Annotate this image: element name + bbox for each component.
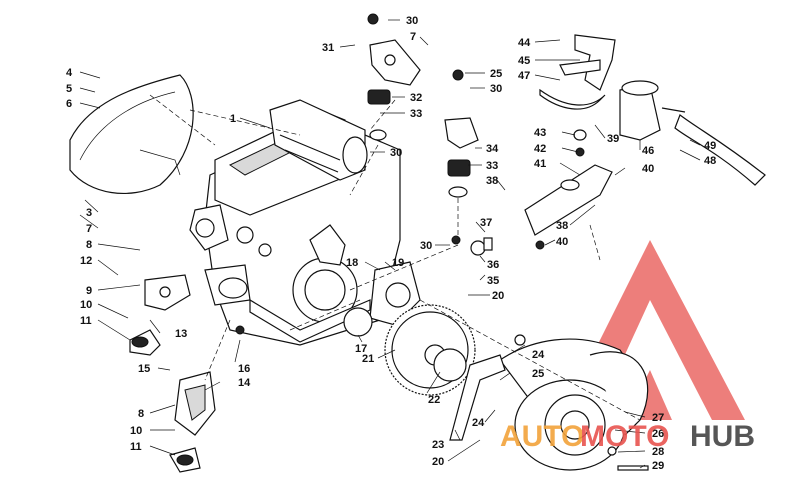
callout: 29 bbox=[652, 460, 664, 472]
callout: 30 bbox=[390, 147, 402, 159]
callout: 39 bbox=[607, 133, 619, 145]
callout: 30 bbox=[420, 240, 432, 252]
callout: 45 bbox=[518, 55, 530, 67]
callout: 11 bbox=[80, 315, 92, 327]
callout: 6 bbox=[66, 98, 72, 110]
callout: 10 bbox=[80, 299, 92, 311]
callout: 20 bbox=[432, 456, 444, 468]
callout: 37 bbox=[480, 217, 492, 229]
engine-block bbox=[189, 99, 401, 346]
flywheel-assembly bbox=[343, 261, 476, 396]
callout: 17 bbox=[355, 343, 367, 355]
callout: 30 bbox=[490, 83, 502, 95]
callout: 46 bbox=[642, 145, 654, 157]
callout: 7 bbox=[410, 31, 416, 43]
callout: 18 bbox=[346, 257, 358, 269]
callout: 4 bbox=[66, 67, 73, 79]
callout: 21 bbox=[362, 353, 374, 365]
watermark-text-1: AUTO bbox=[500, 420, 584, 453]
callout: 41 bbox=[534, 158, 546, 170]
callout: 33 bbox=[410, 108, 422, 120]
callout: 5 bbox=[66, 83, 72, 95]
callout: 42 bbox=[534, 143, 546, 155]
callout: 40 bbox=[642, 163, 654, 175]
callout: 30 bbox=[406, 15, 418, 27]
watermark-text-2: MOTO bbox=[580, 420, 669, 453]
callout: 8 bbox=[138, 408, 144, 420]
callout: 11 bbox=[130, 441, 142, 453]
callout: 40 bbox=[556, 236, 568, 248]
watermark-text-3: HUB bbox=[690, 420, 755, 453]
callout: 38 bbox=[556, 220, 568, 232]
callout-labels: 30 7 31 32 33 30 25 30 34 33 38 37 30 36… bbox=[66, 15, 716, 472]
callout: 36 bbox=[487, 259, 499, 271]
assembly-guides bbox=[149, 94, 641, 421]
callout: 34 bbox=[486, 143, 499, 155]
callout: 35 bbox=[487, 275, 499, 287]
callout: 28 bbox=[652, 446, 664, 458]
callout: 25 bbox=[490, 68, 502, 80]
callout: 24 bbox=[532, 349, 545, 361]
callout: 24 bbox=[472, 417, 485, 429]
callout: 19 bbox=[392, 257, 404, 269]
belt-cover bbox=[69, 74, 194, 195]
callout: 10 bbox=[130, 425, 142, 437]
callout: 48 bbox=[704, 155, 716, 167]
callout: 23 bbox=[432, 439, 444, 451]
callout: 12 bbox=[80, 255, 92, 267]
leader-lines bbox=[79, 19, 701, 469]
callout: 3 bbox=[86, 207, 92, 219]
watermark-wordmark: AUTO MOTO HUB bbox=[500, 420, 755, 453]
callout: 16 bbox=[238, 363, 250, 375]
callout: 8 bbox=[86, 239, 92, 251]
callout: 22 bbox=[428, 394, 440, 406]
callout: 25 bbox=[532, 368, 544, 380]
top-mounts bbox=[367, 13, 493, 256]
callout: 44 bbox=[518, 37, 531, 49]
callout: 26 bbox=[652, 428, 664, 440]
callout: 14 bbox=[238, 377, 251, 389]
callout: 20 bbox=[492, 290, 504, 302]
callout: 1 bbox=[230, 113, 236, 125]
fuel-filter-assembly bbox=[524, 34, 766, 250]
clutch-assembly bbox=[449, 334, 649, 471]
left-mounts bbox=[129, 274, 245, 473]
callout: 27 bbox=[652, 412, 664, 424]
callout: 7 bbox=[86, 223, 92, 235]
callout: 43 bbox=[534, 127, 546, 139]
callout: 32 bbox=[410, 92, 422, 104]
callout: 9 bbox=[86, 285, 92, 297]
callout: 15 bbox=[138, 363, 150, 375]
callout: 47 bbox=[518, 70, 530, 82]
callout: 13 bbox=[175, 328, 187, 340]
callout: 49 bbox=[704, 140, 716, 152]
callout: 33 bbox=[486, 160, 498, 172]
callout: 38 bbox=[486, 175, 498, 187]
callout: 31 bbox=[322, 42, 334, 54]
